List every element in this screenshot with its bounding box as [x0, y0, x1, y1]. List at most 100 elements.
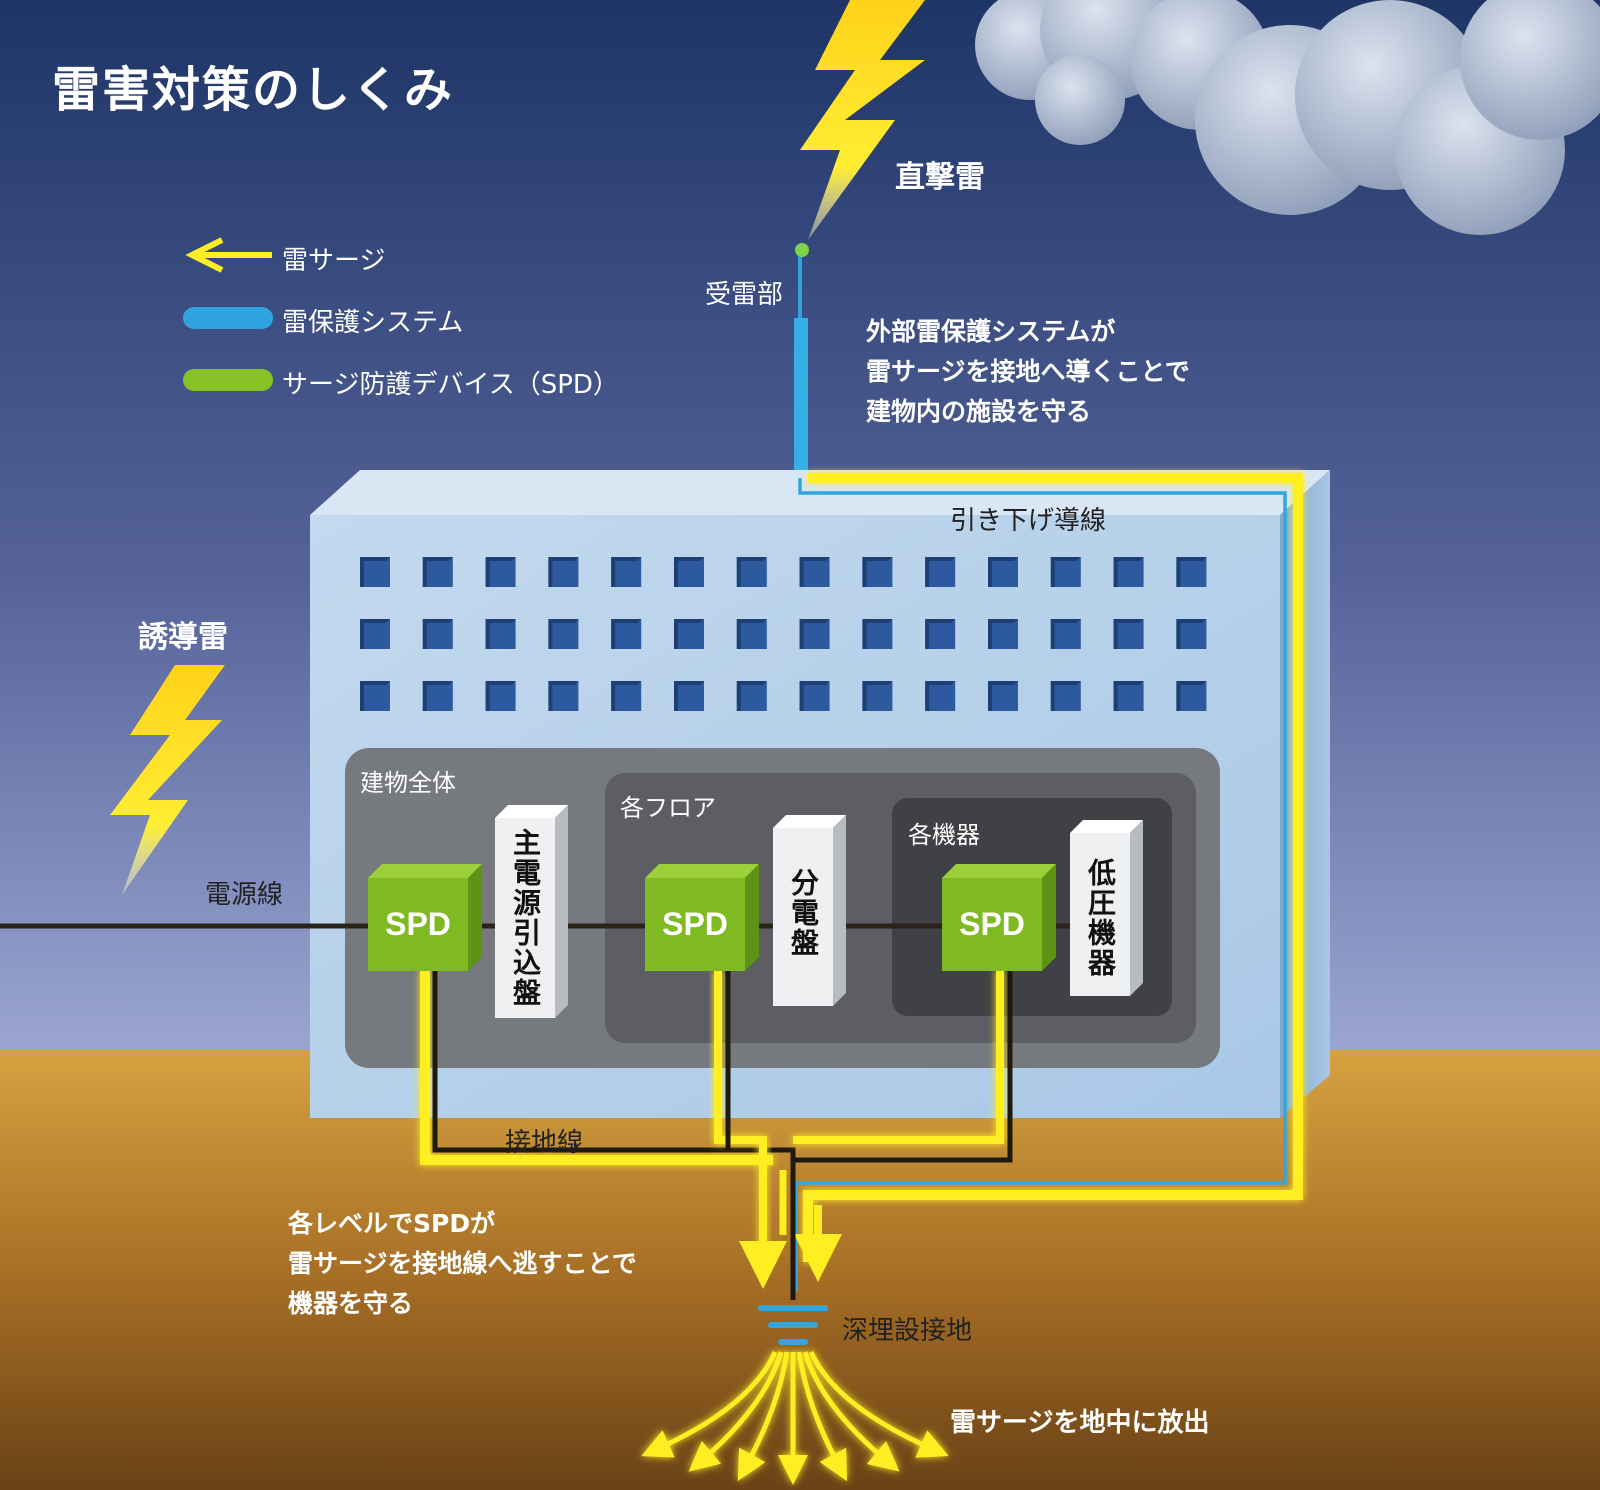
window: [925, 619, 956, 649]
window: [485, 619, 516, 649]
window-shadow: [485, 619, 516, 649]
window: [862, 557, 893, 587]
discharge-ray: [688, 1351, 784, 1472]
zone-floor-label: 各フロア: [620, 794, 716, 822]
building-windows: [360, 557, 1207, 711]
window: [862, 619, 893, 649]
window: [422, 681, 453, 711]
window: [736, 681, 767, 711]
window: [360, 619, 390, 649]
window-shadow: [1113, 557, 1144, 587]
window: [988, 557, 1018, 587]
window-shadow: [422, 557, 453, 587]
power-line-label: 電源線: [205, 880, 284, 910]
air-terminal-label: 受雷部: [705, 280, 784, 310]
ground-wire-label: 接地線: [505, 1128, 584, 1158]
spd-device-1: SPD: [368, 864, 482, 971]
window-shadow: [360, 619, 390, 649]
discharge-ray: [641, 1350, 778, 1458]
window-shadow: [799, 557, 830, 587]
spd-device-2: SPD: [645, 864, 759, 971]
window: [674, 681, 704, 711]
window-shadow: [674, 681, 704, 711]
window: [736, 557, 767, 587]
window-shadow: [360, 681, 390, 711]
window-shadow: [925, 557, 956, 587]
window-shadow: [422, 619, 453, 649]
window-shadow: [799, 619, 830, 649]
window: [611, 557, 642, 587]
window: [988, 619, 1018, 649]
induced-lightning-bolt-icon: [110, 665, 225, 895]
discharge-ray: [796, 1351, 848, 1482]
window-shadow: [1176, 619, 1207, 649]
discharge-ray: [737, 1351, 790, 1482]
spd-label-3: SPD: [959, 906, 1025, 942]
window-shadow: [988, 619, 1018, 649]
spd-label-1: SPD: [385, 906, 451, 942]
zone-building-label: 建物全体: [360, 769, 456, 797]
air-terminal: [794, 243, 812, 485]
window: [799, 681, 830, 711]
window: [1176, 619, 1207, 649]
window-shadow: [1050, 619, 1081, 649]
down-conductor: [794, 473, 1303, 1292]
window-shadow: [1050, 557, 1081, 587]
external-protection-note: 外部雷保護システムが 雷サージを接地へ導くことで 建物内の施設を守る: [866, 312, 1326, 432]
window: [1176, 681, 1207, 711]
external-note-line-1: 外部雷保護システムが: [866, 317, 1116, 346]
down-conductor-label: 引き下げ導線: [950, 506, 1107, 536]
window-shadow: [925, 619, 956, 649]
discharge-label: 雷サージを地中に放出: [950, 1408, 1210, 1438]
panel-distribution-box: [773, 815, 846, 1006]
direct-lightning-label: 直撃雷: [895, 160, 985, 195]
window-shadow: [988, 681, 1018, 711]
window: [1113, 557, 1144, 587]
window-shadow: [611, 681, 642, 711]
window-shadow: [862, 681, 893, 711]
spd-note-line-3: 機器を守る: [288, 1289, 414, 1318]
spd-device-3: SPD: [942, 864, 1056, 971]
window-shadow: [736, 557, 767, 587]
legend-surge-label: 雷サージ: [282, 246, 386, 276]
window: [485, 681, 516, 711]
window: [799, 557, 830, 587]
spd-note-line-1: 各レベルでSPDが: [288, 1209, 496, 1238]
window-shadow: [1113, 681, 1144, 711]
window-shadow: [485, 681, 516, 711]
window: [611, 619, 642, 649]
window-shadow: [862, 557, 893, 587]
window-shadow: [674, 619, 704, 649]
window: [799, 619, 830, 649]
ground-wires: [420, 970, 1013, 1300]
legend-protection-label: 雷保護システム: [282, 308, 464, 338]
window-shadow: [548, 557, 579, 587]
window-shadow: [674, 557, 704, 587]
window-shadow: [925, 681, 956, 711]
window: [548, 681, 579, 711]
discharge-ray: [808, 1350, 949, 1458]
window: [422, 557, 453, 587]
window: [736, 619, 767, 649]
cloud-icon: [975, 0, 1600, 235]
window-shadow: [422, 681, 453, 711]
page-title: 雷害対策のしくみ: [52, 62, 454, 118]
legend-spd-label: サージ防護デバイス（SPD）: [282, 370, 619, 400]
panel-main-label: 主電源引込盤: [509, 828, 542, 1008]
window: [1176, 557, 1207, 587]
induced-lightning-label: 誘導雷: [138, 620, 228, 655]
window-shadow: [862, 619, 893, 649]
external-note-line-3: 建物内の施設を守る: [866, 397, 1092, 426]
yellow-arrow-icon: [185, 237, 272, 273]
window-shadow: [736, 619, 767, 649]
panel-distribution-label: 分電盤: [787, 868, 820, 958]
window-shadow: [548, 619, 579, 649]
window: [548, 619, 579, 649]
window-shadow: [799, 681, 830, 711]
panel-main-box: [495, 805, 568, 1018]
spd-note-line-2: 雷サージを接地線へ逃すことで: [288, 1249, 637, 1278]
discharge-ray: [802, 1351, 900, 1472]
direct-lightning-bolt-icon: [800, 0, 925, 240]
window: [925, 557, 956, 587]
